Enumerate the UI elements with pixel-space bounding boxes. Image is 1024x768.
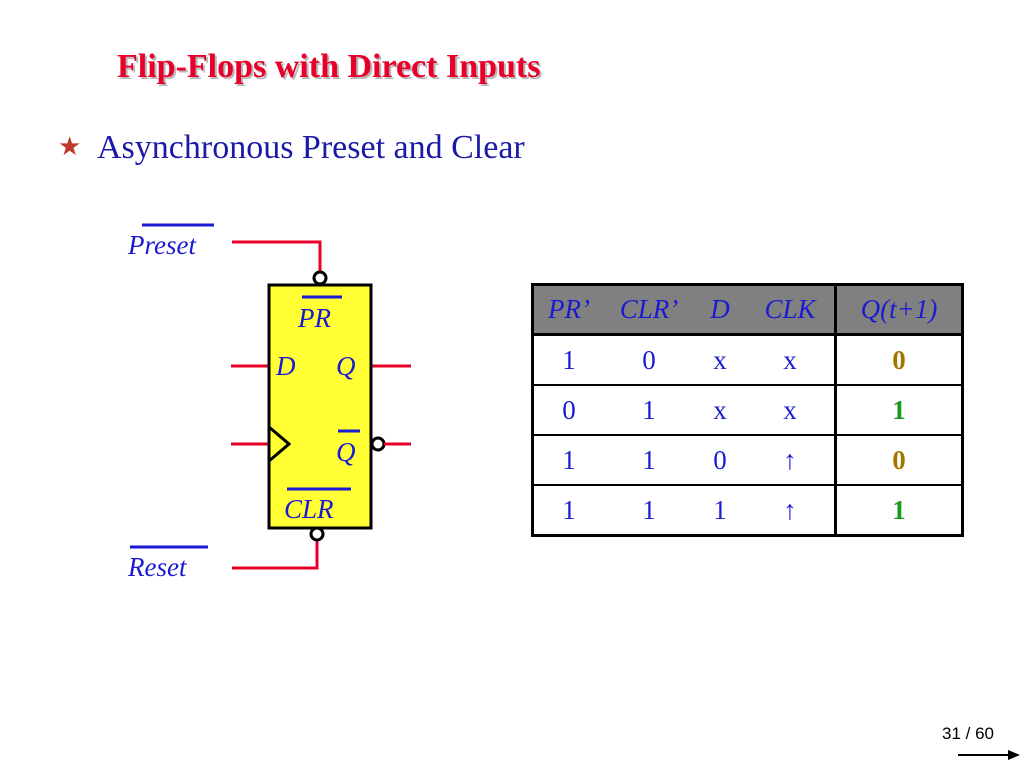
header-pr: PR’ bbox=[532, 284, 604, 336]
pr-label: PR bbox=[297, 303, 331, 333]
cell-pr: 1 bbox=[562, 494, 576, 525]
header-clk: CLK bbox=[746, 284, 836, 336]
table-header-row: PR’ CLR’ D CLK Q(t+1) bbox=[532, 284, 963, 336]
bullet-text: Asynchronous Preset and Clear bbox=[97, 129, 525, 166]
cell-clk: ↑ bbox=[783, 494, 797, 525]
header-q-next: Q(t+1) bbox=[834, 284, 963, 336]
qbar-label: Q bbox=[336, 437, 356, 467]
cell-clk: ↑ bbox=[746, 435, 836, 486]
cell-clr: 1 bbox=[604, 385, 694, 436]
cell-d: x bbox=[694, 334, 746, 386]
q-label: Q bbox=[336, 351, 356, 381]
truth-table: PR’ CLR’ D CLK Q(t+1) 1 0 x x 0 0 1 x x … bbox=[531, 283, 964, 537]
preset-bubble bbox=[312, 270, 328, 286]
table-row: 1 1 0 ↑ 0 bbox=[532, 435, 963, 486]
d-label: D bbox=[275, 351, 296, 381]
qbar-bubble bbox=[370, 436, 386, 452]
next-arrow-icon[interactable] bbox=[958, 748, 1020, 762]
cell-d: x bbox=[694, 385, 746, 436]
table-row: 1 0 x x 0 bbox=[532, 334, 963, 386]
cell-pr: 1 bbox=[532, 435, 604, 486]
clr-label: CLR bbox=[284, 494, 334, 524]
cell-clr: 1 bbox=[604, 435, 694, 486]
preset-label: Preset bbox=[127, 230, 197, 260]
star-icon: ★ bbox=[58, 132, 82, 161]
reset-label: Reset bbox=[127, 552, 188, 582]
cell-pr: 1 bbox=[532, 334, 604, 386]
page-number: 31 / 60 bbox=[942, 724, 994, 743]
slide-title: Flip-Flops with Direct Inputs bbox=[117, 48, 541, 85]
table-row: 0 1 x x 1 bbox=[532, 385, 963, 436]
cell-d: 1 bbox=[713, 494, 727, 525]
cell-pr: 0 bbox=[532, 385, 604, 436]
flip-flop-diagram: Preset Reset PR D Q Q CLR bbox=[127, 223, 411, 582]
cell-clk: x bbox=[746, 385, 836, 436]
cell-q-next: 1 bbox=[834, 485, 963, 536]
header-clr: CLR’ bbox=[604, 284, 694, 336]
cell-clr: 0 bbox=[604, 334, 694, 386]
cell-q-next: 0 bbox=[834, 435, 963, 486]
preset-wire bbox=[232, 240, 322, 272]
cell-clr: 1 bbox=[642, 494, 656, 525]
cell-q-next: 0 bbox=[834, 334, 963, 386]
cell-d: 0 bbox=[694, 435, 746, 486]
cell-clk: x bbox=[746, 334, 836, 386]
table-row: 1 1 1 ↑ 1 bbox=[533, 485, 963, 536]
header-d: D bbox=[694, 284, 746, 336]
reset-wire bbox=[232, 540, 319, 570]
clock-triangle bbox=[268, 425, 292, 463]
cell-q-next: 1 bbox=[834, 385, 963, 436]
reset-bubble bbox=[309, 526, 325, 542]
